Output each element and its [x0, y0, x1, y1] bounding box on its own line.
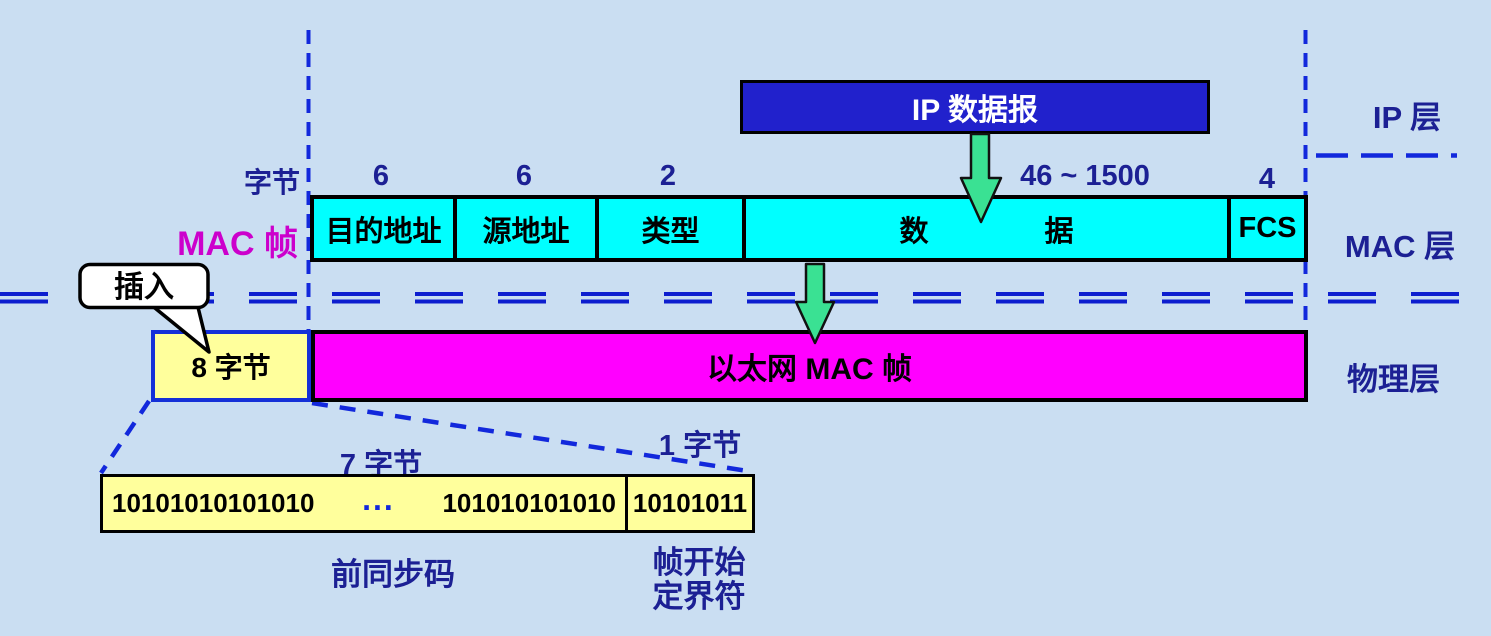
preamble-sync-cell: 10101010101010 ... 101010101010 [103, 477, 625, 530]
mac-frame-row-label: MAC 帧 [177, 225, 298, 263]
field-data: 数 据 [742, 199, 1227, 258]
bytes-data: 46 ~ 1500 [1020, 160, 1150, 192]
byte-unit-label: 字节 [243, 167, 300, 198]
sfd-name-line1: 帧开始 [652, 545, 746, 580]
ethernet-mac-frame-box: 以太网 MAC 帧 [311, 330, 1308, 402]
sfd-name-line2: 定界符 [652, 579, 746, 614]
insert-callout-label: 插入 [114, 271, 174, 304]
sfd-name-label: 帧开始 定界符 [629, 546, 769, 614]
preamble-detail-row: 10101010101010 ... 101010101010 10101011 [100, 474, 755, 533]
ip-datagram-label: IP 数据报 [911, 94, 1039, 127]
ip-datagram-box: IP 数据报 [740, 80, 1210, 134]
physical-layer-label: 物理层 [1347, 362, 1440, 397]
bytes-type: 2 [659, 160, 677, 192]
mac-layer-label: MAC 层 [1344, 229, 1456, 264]
bytes-fcs: 4 [1258, 163, 1276, 195]
callout-box [78, 262, 210, 310]
mac-frame-row: 目的地址 源地址 类型 数 据 FCS [310, 195, 1308, 262]
sync-name-label: 前同步码 [331, 557, 455, 592]
sync-bits-right: 101010101010 [442, 488, 616, 518]
field-fcs: FCS [1227, 199, 1304, 258]
ellipsis: ... [362, 481, 395, 517]
physical-layer-row: 8 字节 以太网 MAC 帧 [151, 330, 1308, 402]
field-source-address: 源地址 [453, 199, 595, 258]
zoom-guide-line-left [99, 399, 151, 475]
ip-layer-label: IP 层 [1372, 100, 1442, 135]
preamble-sfd-cell: 10101011 [625, 477, 752, 530]
bytes-destination: 6 [372, 160, 390, 192]
field-type: 类型 [595, 199, 742, 258]
sfd-bytes-label: 1 字节 [658, 430, 742, 462]
sync-bits-left: 10101010101010 [112, 488, 315, 518]
field-destination-address: 目的地址 [325, 215, 442, 248]
bytes-source: 6 [515, 160, 533, 192]
preamble-8byte-box: 8 字节 [151, 330, 311, 402]
